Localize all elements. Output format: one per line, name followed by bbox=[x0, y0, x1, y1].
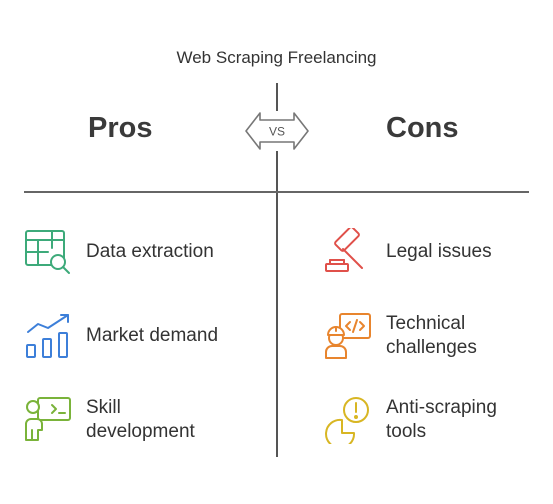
table-search-icon bbox=[25, 230, 70, 274]
diagram-title: Web Scraping Freelancing bbox=[176, 48, 377, 67]
pros-item-label: Skill development bbox=[86, 397, 195, 442]
vs-badge: VS bbox=[245, 112, 309, 150]
cons-item-label: Anti-scraping tools bbox=[386, 397, 497, 442]
cons-item-legal-issues: Legal issues bbox=[324, 228, 492, 276]
cons-item-label: Technical challenges bbox=[386, 313, 477, 358]
vs-arrow-shape bbox=[245, 112, 309, 150]
pros-item-skill-development: Skill development bbox=[24, 396, 195, 444]
cons-item-label: Legal issues bbox=[386, 241, 492, 262]
pros-item-market-demand: Market demand bbox=[24, 312, 218, 360]
vs-label: VS bbox=[269, 125, 285, 139]
center-divider-top bbox=[276, 83, 278, 111]
developer-code-icon bbox=[325, 313, 371, 359]
pros-item-data-extraction: Data extraction bbox=[24, 228, 214, 276]
gavel-icon bbox=[325, 228, 363, 272]
horizontal-divider bbox=[24, 191, 529, 193]
cons-item-anti-scraping-tools: Anti-scraping tools bbox=[324, 396, 497, 444]
pros-item-label: Data extraction bbox=[86, 241, 214, 262]
pros-heading: Pros bbox=[88, 112, 153, 144]
person-code-screen-icon bbox=[25, 397, 71, 441]
cons-heading: Cons bbox=[386, 112, 459, 144]
alert-pie-icon bbox=[325, 397, 369, 444]
center-divider-bottom bbox=[276, 151, 278, 457]
pros-item-label: Market demand bbox=[86, 325, 219, 346]
bar-chart-growth-icon bbox=[26, 314, 69, 358]
cons-item-technical-challenges: Technical challenges bbox=[324, 312, 477, 360]
